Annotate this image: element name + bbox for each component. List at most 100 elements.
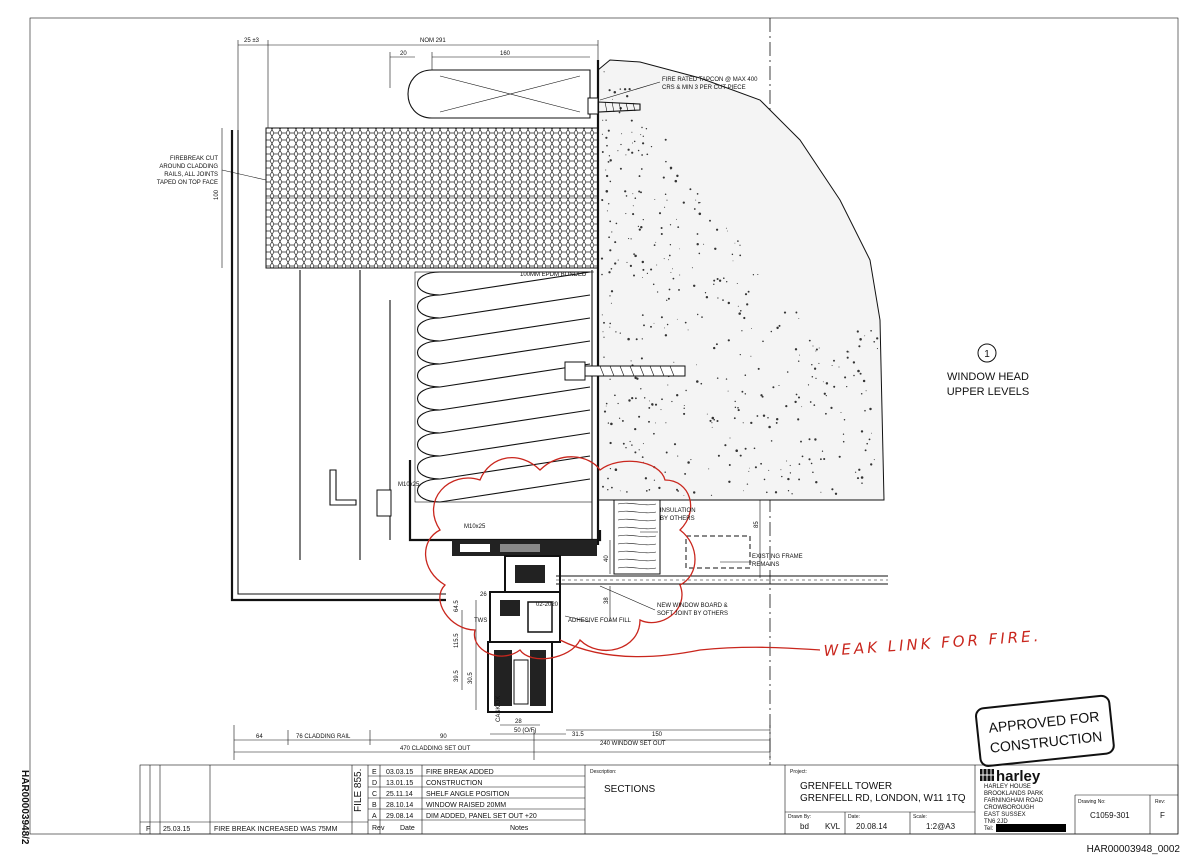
address-line2: BROOKLANDS PARK	[984, 791, 1043, 797]
dim-85: 85	[754, 521, 760, 528]
harley-logo: harley	[980, 768, 1041, 785]
revision-note: SHELF ANGLE POSITION	[426, 791, 509, 798]
concrete-slab	[597, 59, 885, 501]
revision-note: CONSTRUCTION	[426, 780, 482, 787]
dim-90: 90	[440, 734, 447, 740]
dim-76: 76 CLADDING RAIL	[296, 734, 351, 740]
svg-text:FIREBREAK CUT: FIREBREAK CUT	[170, 156, 218, 162]
revision-date: 13.01.15	[386, 780, 413, 787]
dim-39-5: 39.5	[454, 670, 460, 682]
red-cloud-markup	[424, 456, 696, 660]
m10-upper-label: M10x25	[398, 482, 420, 488]
view-marker: 1 WINDOW HEAD UPPER LEVELS	[947, 343, 1029, 398]
dim-30-5: 30.5	[468, 672, 474, 684]
dim-240: 240 WINDOW SET OUT	[600, 741, 666, 747]
project-line2: GRENFELL RD, LONDON, W11 1TQ	[800, 793, 966, 804]
dimension-lines	[221, 40, 771, 760]
description-label: Description:	[590, 769, 616, 775]
revision-date: 03.03.15	[386, 769, 413, 776]
firebreak-note: FIREBREAK CUT AROUND CLADDING RAILS, ALL…	[157, 156, 219, 186]
svg-text:TAPED ON TOP FACE: TAPED ON TOP FACE	[157, 180, 218, 186]
concrete-speckle	[600, 71, 879, 496]
revision-rev: D	[372, 780, 377, 787]
address-line3: FARNINGHAM ROAD	[984, 798, 1044, 804]
existing-frame-note-line2: REMAINS	[752, 562, 779, 568]
project-label: Project:	[790, 769, 807, 775]
drawn-by-value: bd	[800, 822, 809, 831]
hook-bracket	[329, 469, 357, 506]
side-reference: HAR00003948/2	[19, 770, 30, 845]
tapcon-note-line2: CRS & MIN 3 PER CUT PIECE	[662, 85, 746, 91]
dim-28: 28	[515, 719, 522, 725]
rev-header-notes: Notes	[510, 825, 529, 832]
window-board-note-line1: NEW WINDOW BOARD &	[657, 603, 728, 609]
epdm-note: 100MM EPDM BONDED	[520, 272, 587, 278]
dim-40: 40	[604, 555, 610, 562]
dim-50: 50 (O/F)	[514, 728, 536, 734]
rev-f-date: 25.03.15	[163, 826, 190, 833]
dim-100: 100	[214, 189, 220, 200]
existing-frame-note-line1: EXISTING FRAME	[752, 554, 803, 560]
top-insulation-batt	[407, 69, 591, 119]
drawing-no-value: C1059-301	[1090, 811, 1130, 820]
dim-nom: NOM 291	[420, 38, 446, 44]
revision-rev: B	[372, 802, 377, 809]
dim-20: 20	[400, 51, 407, 57]
insulation-note-line2: BY OTHERS	[660, 516, 695, 522]
dim-38: 38	[604, 597, 610, 604]
dim-26: 26	[480, 592, 487, 598]
revision-date: 25.11.14	[386, 791, 413, 798]
dim-31-5: 31.5	[572, 732, 584, 738]
revision-note: DIM ADDED, PANEL SET OUT +20	[426, 813, 537, 820]
insulation-by-others	[613, 499, 661, 575]
dim-150: 150	[652, 732, 663, 738]
rev-value: F	[1160, 811, 1165, 820]
weak-link-note: WEAK LINK FOR FIRE.	[823, 627, 1042, 660]
m10-lower-label: M10x25	[464, 524, 486, 530]
view-title-line1: WINDOW HEAD	[947, 371, 1029, 383]
upper-bolt	[376, 489, 392, 517]
leader-lines	[221, 81, 752, 623]
gasket-label: CASK/DK	[496, 696, 502, 722]
view-number: 1	[984, 349, 990, 360]
dim-64-5: 64.5	[454, 600, 460, 612]
address-line5: EAST SUSSEX	[984, 812, 1026, 818]
window-board	[556, 575, 888, 585]
rev-header-rev: Rev	[372, 825, 385, 832]
file-label: FILE 855.	[353, 769, 364, 812]
tapcon-note-line1: FIRE RATED TAPCON @ MAX 400	[662, 77, 758, 83]
revision-date: 29.08.14	[386, 813, 413, 820]
adhesive-note: ADHESIVE FOAM FILL	[568, 618, 632, 624]
revision-note: WINDOW RAISED 20MM	[426, 802, 506, 809]
tws-label: TWS	[474, 618, 487, 624]
revision-rev: C	[372, 791, 377, 798]
title-block	[139, 764, 1179, 835]
window-board-note-line2: SOFT JOINT BY OTHERS	[657, 611, 728, 617]
address-line1: HARLEY HOUSE	[984, 784, 1031, 790]
rev-f-note: FIRE BREAK INCREASED WAS 75MM	[214, 826, 338, 833]
bottom-reference: HAR00003948_0002	[1087, 844, 1181, 855]
approved-stamp: APPROVED FOR CONSTRUCTION	[975, 694, 1115, 767]
revision-rev: A	[372, 813, 377, 820]
dim-160: 160	[500, 51, 511, 57]
anchor-bolt	[564, 361, 686, 381]
rev-f-code: F	[146, 826, 150, 833]
dim-25: 25 ±3	[244, 38, 260, 44]
revision-note: FIRE BREAK ADDED	[426, 769, 494, 776]
redacted-tel	[996, 824, 1066, 832]
insulation-note-line1: INSULATION	[660, 508, 696, 514]
checked-by-value: KVL	[825, 822, 841, 831]
dim-115-5: 115.5	[454, 633, 460, 648]
existing-frame	[685, 535, 751, 569]
address-line4: CROWBOROUGH	[984, 805, 1034, 811]
revision-date: 28.10.14	[386, 802, 413, 809]
rev-label: Rev:	[1155, 799, 1165, 805]
window-profile	[452, 540, 597, 713]
svg-text:RAILS, ALL JOINTS: RAILS, ALL JOINTS	[164, 172, 218, 178]
drawn-by-label: Drawn By:	[788, 814, 811, 820]
revision-table: E 03.03.15 FIRE BREAK ADDED D 13.01.15 CONSTR…	[372, 769, 537, 820]
tapcon-screw	[587, 97, 641, 115]
revision-rev: E	[372, 769, 377, 776]
address-line6: TN6 2JD	[984, 819, 1008, 825]
